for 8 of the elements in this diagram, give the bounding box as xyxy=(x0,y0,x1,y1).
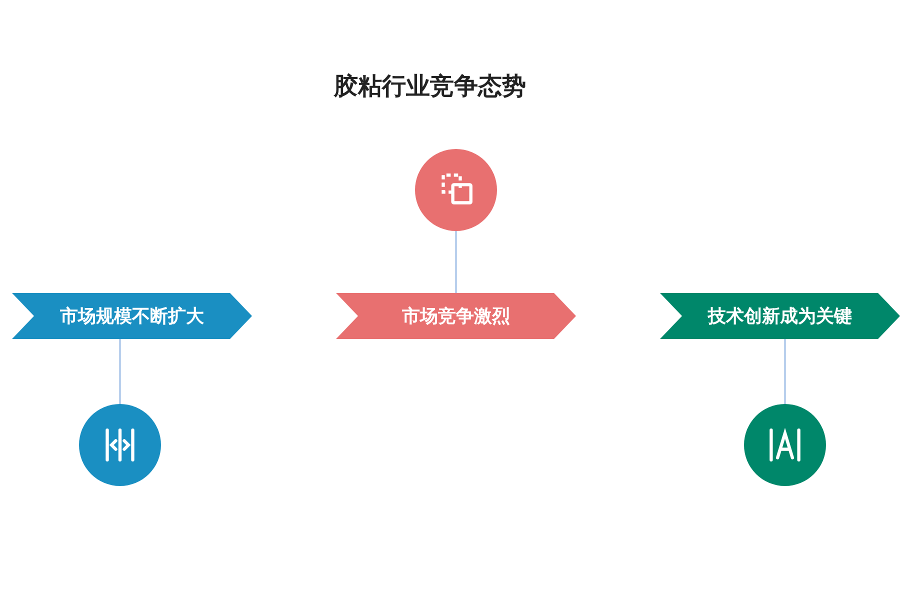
diagram-title: 胶粘行业竞争态势 xyxy=(332,71,527,102)
chevron-banner xyxy=(12,293,252,339)
banner-label: 技术创新成为关键 xyxy=(708,305,852,328)
chevron-banner xyxy=(336,293,576,339)
banner-label: 市场竞争激烈 xyxy=(402,305,510,328)
banner-label: 市场规模不断扩大 xyxy=(60,305,204,328)
chevron-banner xyxy=(660,293,900,339)
connector-line xyxy=(784,338,786,404)
